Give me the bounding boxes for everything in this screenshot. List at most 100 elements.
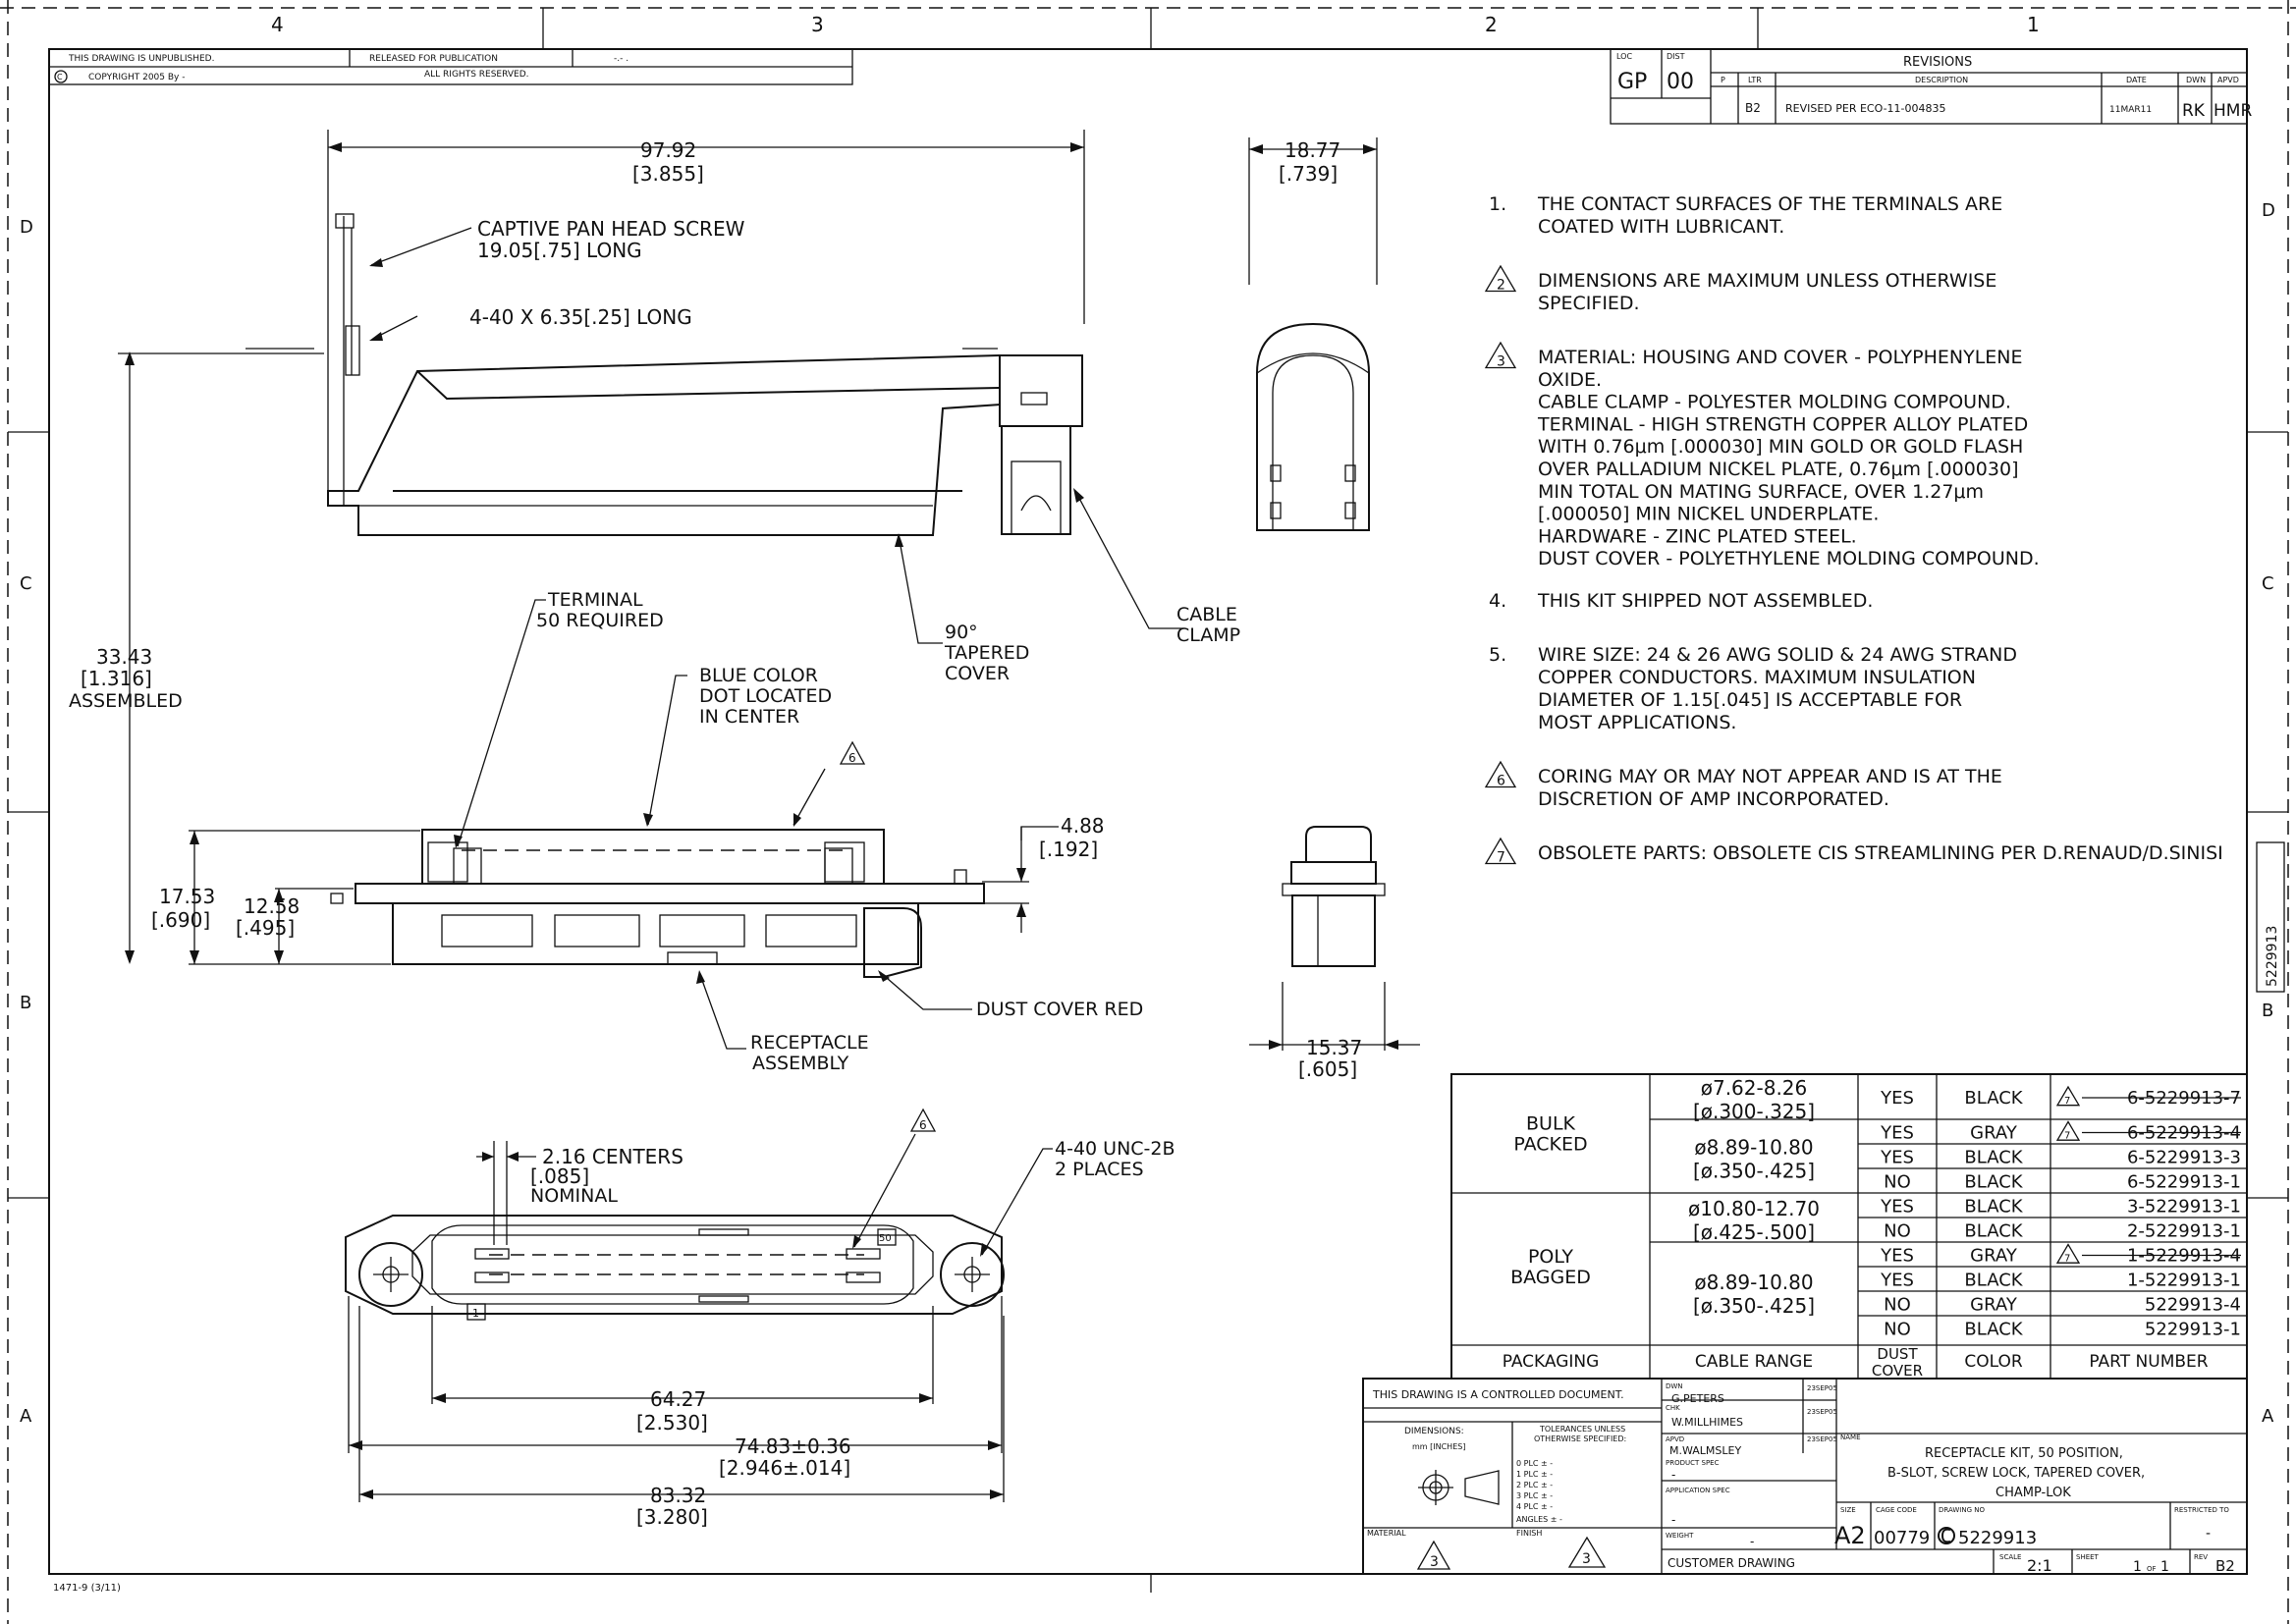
packaging-line-1: POLY bbox=[1528, 1246, 1573, 1268]
end-view: 18.77 [.739] bbox=[1248, 137, 1378, 531]
customer-drawing: CUSTOMER DRAWING bbox=[1667, 1556, 1795, 1570]
rev-col-ltr: LTR bbox=[1748, 76, 1762, 84]
note-4-number: 4. bbox=[1489, 590, 1506, 612]
application-spec-label: APPLICATION SPEC bbox=[1666, 1487, 1730, 1494]
note-1-line: THE CONTACT SURFACES OF THE TERMINALS AR… bbox=[1537, 193, 2002, 215]
part-dust-cover: YES bbox=[1880, 1123, 1914, 1144]
sheet-of: OF bbox=[2147, 1565, 2157, 1573]
weight-value: - bbox=[1750, 1535, 1754, 1548]
label-cover: COVER bbox=[945, 663, 1010, 684]
cable-range: ø8.89-10.80[ø.350-.425] bbox=[1693, 1271, 1815, 1318]
part-dust-cover: YES bbox=[1880, 1197, 1914, 1218]
copyright-icon: C bbox=[57, 73, 63, 81]
cable-range-mm: ø8.89-10.80 bbox=[1694, 1136, 1813, 1160]
copyright-label: COPYRIGHT 2005 By - bbox=[88, 73, 185, 82]
dist-label: DIST bbox=[1667, 52, 1685, 61]
note-7-number: 7 bbox=[1497, 849, 1505, 865]
loc-value: GP bbox=[1617, 70, 1647, 94]
cable-range-in: [ø.350-.425] bbox=[1693, 1160, 1815, 1183]
header-cable-range: CABLE RANGE bbox=[1695, 1352, 1813, 1372]
cable-range-in: [ø.425-.500] bbox=[1693, 1220, 1815, 1244]
rev-ltr: B2 bbox=[1745, 101, 1761, 115]
label-blue-color: BLUE COLOR bbox=[699, 665, 818, 686]
controlled-document: THIS DRAWING IS A CONTROLLED DOCUMENT. bbox=[1372, 1388, 1624, 1401]
label-terminal: TERMINAL bbox=[547, 589, 643, 611]
note-5-line: MOST APPLICATIONS. bbox=[1538, 712, 1736, 733]
tol-1-plc: 1 PLC ± - bbox=[1516, 1470, 1553, 1479]
part-number: 5229913-4 bbox=[2145, 1295, 2241, 1316]
chk-name: W.MILLHIMES bbox=[1671, 1416, 1743, 1429]
apvd-name: M.WALMSLEY bbox=[1669, 1444, 1741, 1457]
note-5-line: WIRE SIZE: 24 & 26 AWG SOLID & 24 AWG ST… bbox=[1538, 644, 2017, 666]
zone-top-1: 1 bbox=[2027, 13, 2040, 36]
cable-range-in: [ø.350-.425] bbox=[1693, 1294, 1815, 1318]
note-2-line: DIMENSIONS ARE MAXIMUM UNLESS OTHERWISE bbox=[1538, 270, 1996, 292]
dim-4-88: 4.88 bbox=[1061, 814, 1105, 838]
part-number: 2-5229913-1 bbox=[2127, 1221, 2241, 1242]
part-color: GRAY bbox=[1970, 1246, 2018, 1267]
note-3-line: TERMINAL - HIGH STRENGTH COPPER ALLOY PL… bbox=[1537, 413, 2028, 435]
form-number: 1471-9 (3/11) bbox=[53, 1583, 121, 1594]
note-1-number: 1. bbox=[1489, 193, 1506, 215]
packaging-line-2: PACKED bbox=[1513, 1134, 1587, 1156]
label-90-deg: 90° bbox=[945, 622, 978, 643]
note-7-line: OBSOLETE PARTS: OBSOLETE CIS STREAMLININ… bbox=[1538, 842, 2223, 864]
dim-192: [.192] bbox=[1039, 838, 1098, 861]
rev-value: B2 bbox=[2215, 1557, 2235, 1575]
cable-range-mm: ø10.80-12.70 bbox=[1688, 1197, 1820, 1220]
note-3-line: DUST COVER - POLYETHYLENE MOLDING COMPOU… bbox=[1538, 548, 2040, 569]
small-side-view: 15.37 [.605] bbox=[1249, 826, 1420, 1081]
label-captive-screw: CAPTIVE PAN HEAD SCREW bbox=[477, 217, 745, 241]
note-4: 4.THIS KIT SHIPPED NOT ASSEMBLED. bbox=[1489, 590, 1873, 612]
note-3-line: MIN TOTAL ON MATING SURFACE, OVER 1.27μm bbox=[1538, 481, 1984, 503]
note-6-number: 6 bbox=[1497, 773, 1505, 788]
zone-right-B: B bbox=[2262, 1001, 2273, 1021]
chk-date: 23SEP05 bbox=[1807, 1408, 1837, 1416]
sheet-label: SHEET bbox=[2076, 1553, 2100, 1561]
loc-label: LOC bbox=[1616, 52, 1632, 61]
title-block: THIS DRAWING IS A CONTROLLED DOCUMENT. D… bbox=[1362, 1378, 2248, 1575]
part-dust-cover: YES bbox=[1880, 1271, 1914, 1291]
sheet-number: 1 bbox=[2133, 1559, 2142, 1575]
dim-12-58: 12.58 bbox=[244, 894, 300, 918]
rev-col-apvd: APVD bbox=[2217, 76, 2239, 84]
application-spec-value: - bbox=[1671, 1513, 1675, 1527]
note-3-line: WITH 0.76μm [.000030] MIN GOLD OR GOLD F… bbox=[1538, 436, 2023, 458]
part-color: BLACK bbox=[1964, 1172, 2023, 1193]
obsolete-flag-number: 7 bbox=[2064, 1096, 2070, 1107]
part-color: BLACK bbox=[1964, 1320, 2023, 1340]
dwn-date: 23SEP05 bbox=[1807, 1384, 1837, 1392]
dim-605: [.605] bbox=[1298, 1057, 1357, 1081]
dim-74-83: 74.83±0.36 bbox=[735, 1435, 851, 1458]
plan-view: 1 50 6 2.16 C bbox=[345, 1108, 1175, 1529]
cable-range: ø10.80-12.70[ø.425-.500] bbox=[1688, 1197, 1820, 1244]
part-number: 1-5229913-1 bbox=[2127, 1271, 2241, 1291]
cable-range-mm: ø8.89-10.80 bbox=[1694, 1271, 1813, 1294]
material-tri-3: 3 bbox=[1430, 1554, 1439, 1570]
unpublished-label: THIS DRAWING IS UNPUBLISHED. bbox=[68, 54, 214, 64]
label-clamp: CLAMP bbox=[1176, 624, 1240, 646]
dim-1-316: [1.316] bbox=[81, 667, 152, 690]
finish-label: FINISH bbox=[1516, 1529, 1542, 1538]
part-color: BLACK bbox=[1964, 1197, 2023, 1218]
tol-4-plc: 4 PLC ± - bbox=[1516, 1502, 1553, 1511]
rev-col-p: P bbox=[1721, 76, 1725, 84]
label-50-required: 50 REQUIRED bbox=[536, 610, 664, 631]
note-3-line: OVER PALLADIUM NICKEL PLATE, 0.76μm [.00… bbox=[1538, 459, 2018, 480]
note-6-line: DISCRETION OF AMP INCORPORATED. bbox=[1538, 788, 1889, 810]
note-6-triangle bbox=[1484, 760, 1517, 788]
apvd-date: 23SEP05 bbox=[1807, 1435, 1837, 1443]
title-line-1: RECEPTACLE KIT, 50 POSITION, bbox=[1925, 1446, 2123, 1461]
dist-value: 00 bbox=[1667, 70, 1694, 94]
